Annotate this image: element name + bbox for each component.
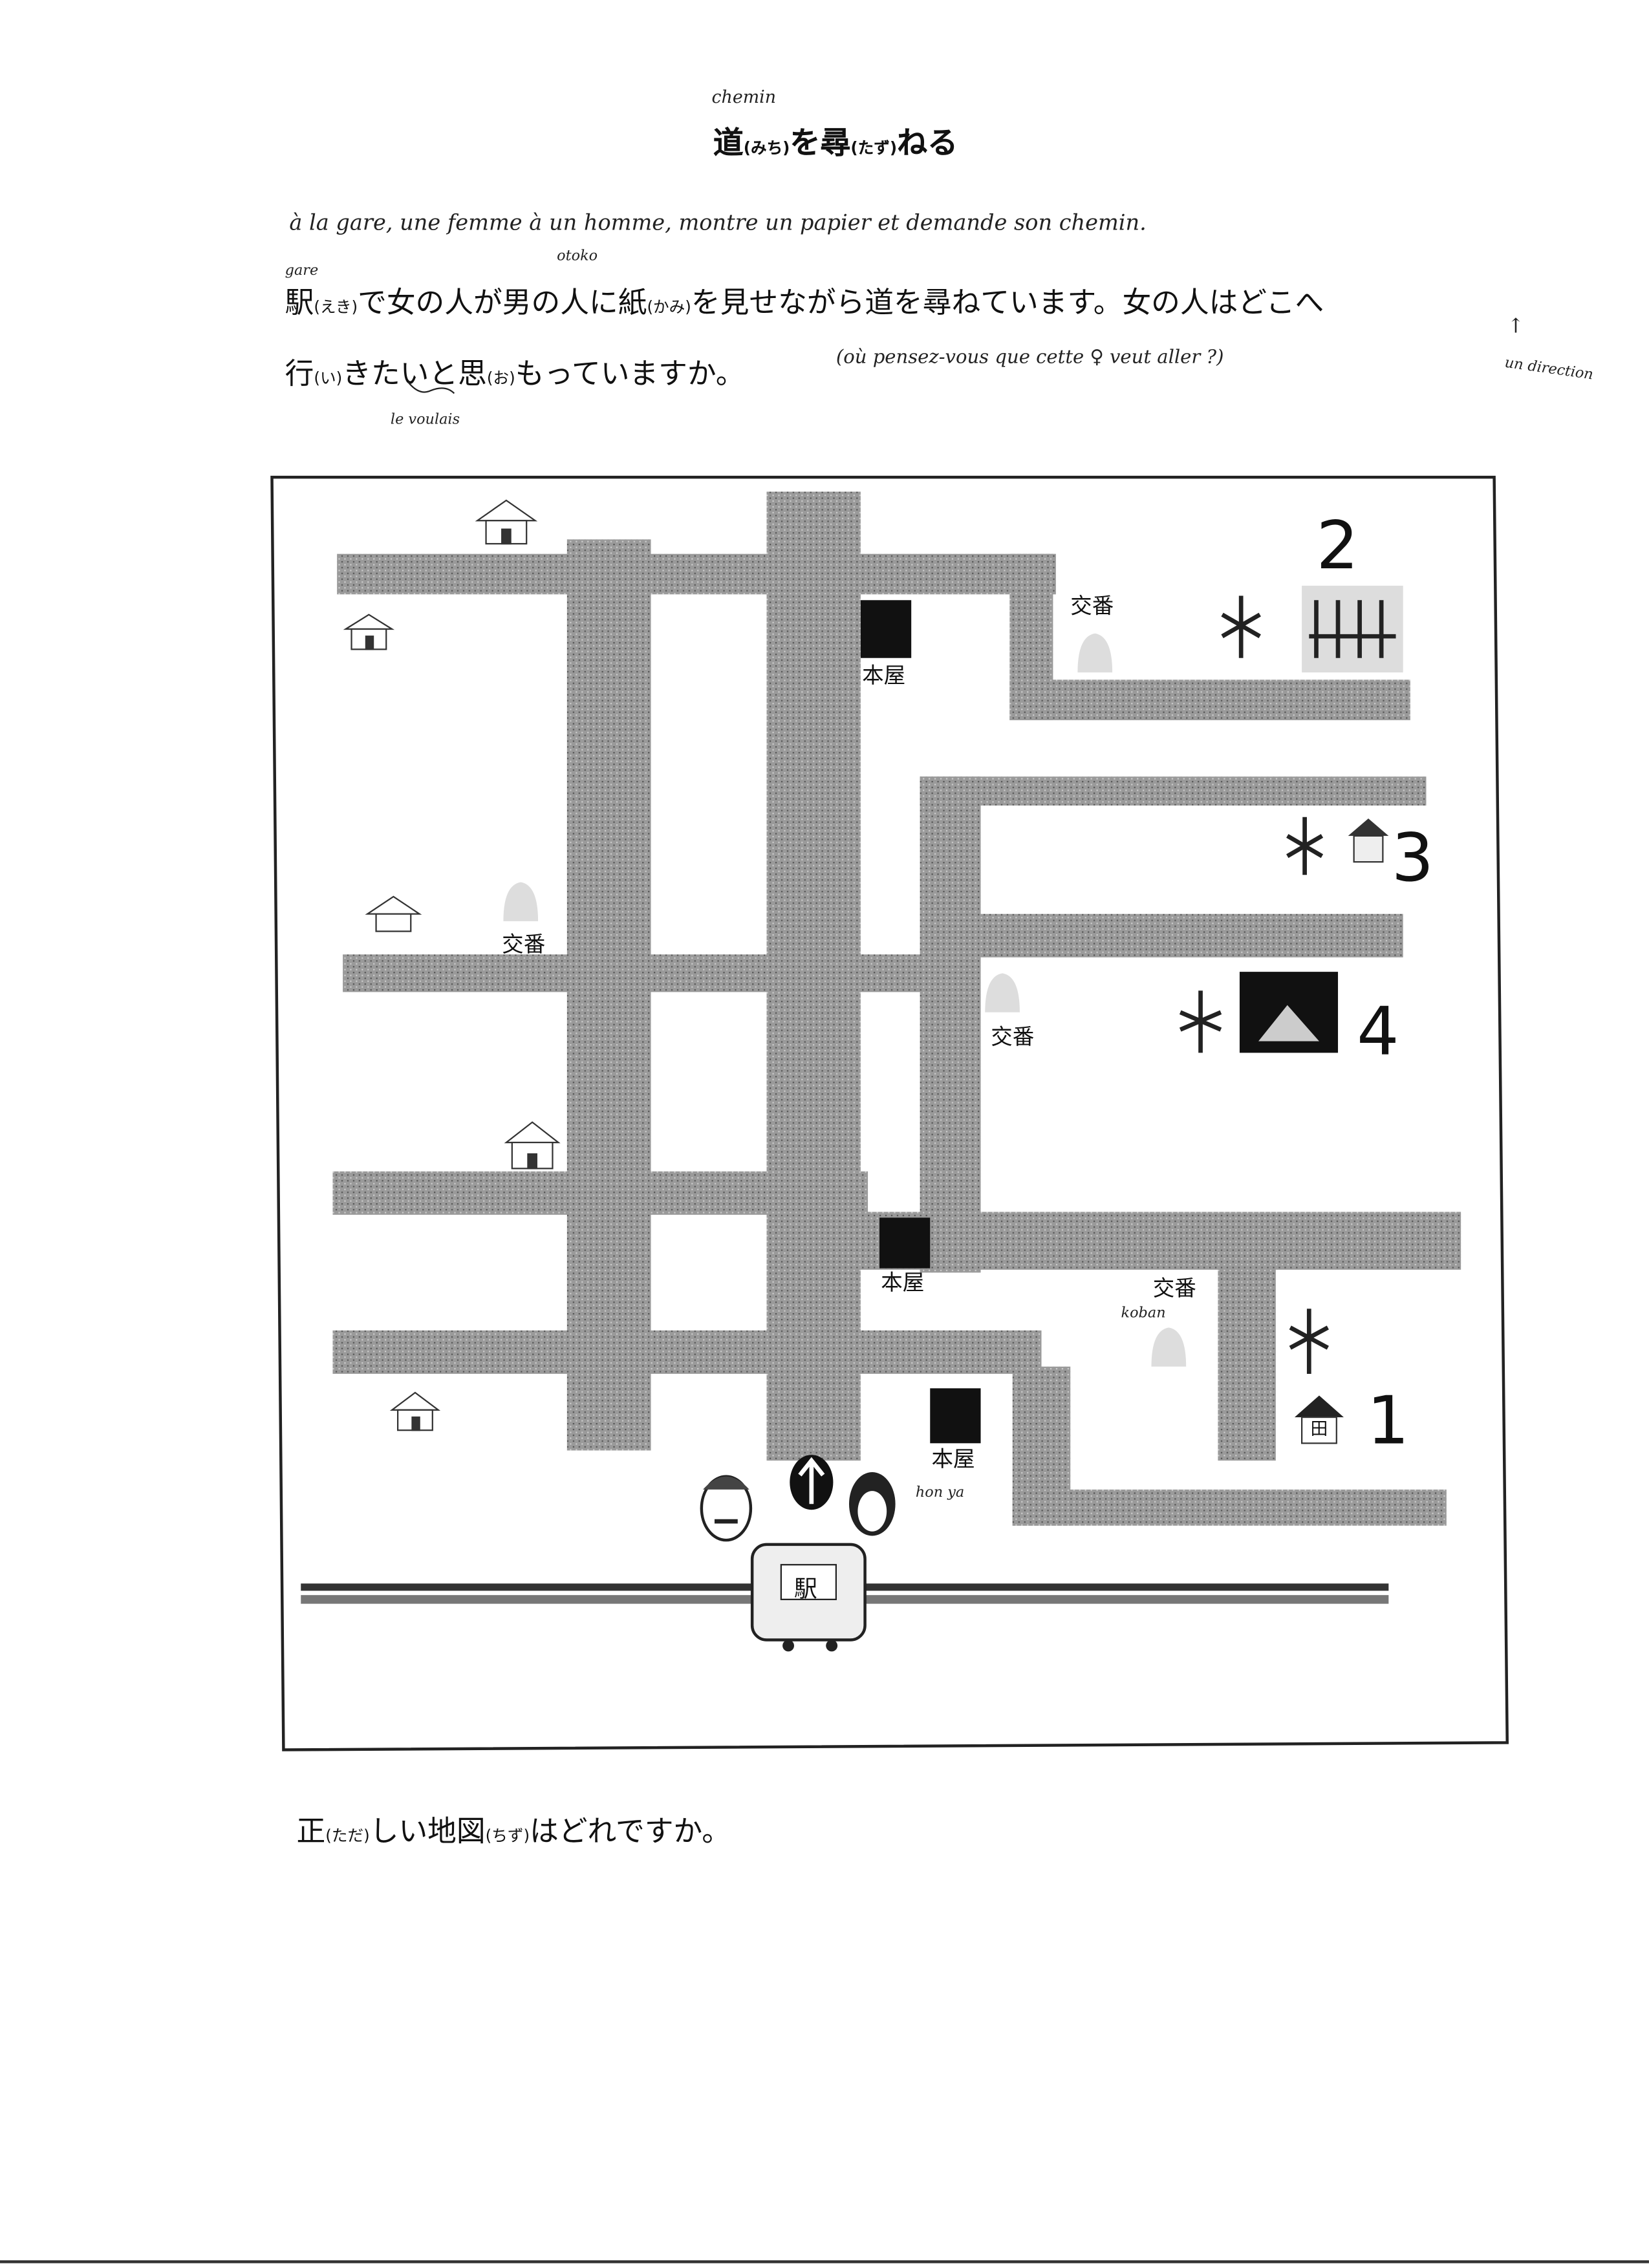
label-bookstore: 本屋	[881, 1269, 925, 1296]
text: 正	[296, 1813, 326, 1848]
title-furigana: (たず)	[850, 138, 898, 158]
road	[1012, 1489, 1447, 1526]
road	[332, 1171, 868, 1215]
road	[566, 539, 651, 1451]
furigana: (い)	[314, 369, 343, 388]
underline-mark	[407, 381, 455, 394]
road	[920, 776, 981, 1273]
furigana: (ちず)	[485, 1826, 530, 1846]
annotation-chemin: chemin	[711, 87, 777, 107]
text: で女の人が男の人に紙	[358, 284, 647, 320]
label-field: 田	[1310, 1418, 1328, 1439]
label-bookstore: 本屋	[862, 662, 906, 689]
scan-edge-line	[0, 2260, 1649, 2263]
title-part: ねる	[897, 125, 958, 161]
handwritten-translation: à la gare, une femme à un homme, montre …	[289, 209, 1147, 236]
train-icon	[750, 1543, 867, 1652]
annotation-koban: koban	[1121, 1305, 1166, 1322]
passage-line-1: 駅(えき)で女の人が男の人に紙(かみ)を見せながら道を尋ねています。女の人はどこ…	[285, 279, 1324, 321]
police-box-icon	[503, 633, 1187, 1367]
road	[332, 1330, 1042, 1374]
text: はどれですか。	[530, 1813, 731, 1848]
destination-4: 4	[1357, 992, 1399, 1071]
road	[1009, 679, 1410, 720]
passage-line-2: 行(い)きたいと思(お)もっていますか。	[285, 350, 745, 392]
text: 行	[285, 356, 314, 390]
house-icon	[1348, 818, 1389, 863]
woman-icon	[849, 1472, 896, 1536]
text: しい地図	[369, 1813, 486, 1848]
title-part: 道	[713, 125, 744, 161]
jail-building-icon	[1302, 585, 1403, 673]
road	[860, 1212, 1461, 1270]
annotation-otoko: otoko	[557, 248, 598, 265]
map-frame	[270, 475, 1509, 1751]
text: 駅	[285, 284, 314, 320]
label-koban: 交番	[991, 1023, 1035, 1050]
dark-building-icon	[1239, 972, 1339, 1053]
furigana: (えき)	[314, 297, 358, 317]
bookstore-icon	[860, 600, 981, 1444]
house-icon	[1294, 1395, 1344, 1444]
up-arrow-icon	[790, 1455, 834, 1510]
label-koban: 交番	[1070, 593, 1114, 619]
question: 正(ただ)しい地図(ちず)はどれですか。	[297, 1808, 731, 1850]
furigana: (お)	[486, 369, 515, 388]
handwritten-question: (où pensez-vous que cette ♀ veut aller ?…	[835, 347, 1224, 369]
label-koban: 交番	[1152, 1275, 1196, 1302]
title-part: を尋	[790, 125, 851, 161]
label-station: 駅	[794, 1574, 817, 1603]
road	[1218, 1258, 1276, 1461]
annotation-voulais: le voulais	[390, 412, 460, 429]
roads	[332, 491, 1461, 1526]
text: もっていますか。	[515, 356, 745, 390]
destination-3: 3	[1391, 818, 1434, 897]
annotation-honya: hon ya	[915, 1485, 965, 1501]
house-icon	[343, 499, 561, 1431]
furigana: (ただ)	[325, 1826, 370, 1846]
road	[337, 553, 1056, 595]
road	[980, 914, 1403, 957]
destination-2: 2	[1316, 506, 1359, 584]
text: きたいと思	[342, 356, 487, 390]
page-title: 道(みち)を尋(たず)ねる	[713, 120, 958, 164]
road	[343, 954, 926, 992]
arrow-icon: ↑	[1507, 315, 1524, 339]
label-koban: 交番	[502, 931, 546, 957]
tree-icon	[1179, 595, 1329, 1374]
road	[920, 776, 1427, 806]
destination-1: 1	[1366, 1381, 1410, 1459]
furigana: (かみ)	[647, 297, 691, 317]
annotation-gare: gare	[285, 263, 319, 279]
label-bookstore: 本屋	[931, 1446, 975, 1473]
man-icon	[700, 1475, 753, 1542]
title-furigana: (みち)	[743, 138, 790, 158]
text: を見せながら道を尋ねています。女の人はどこへ	[691, 284, 1324, 320]
